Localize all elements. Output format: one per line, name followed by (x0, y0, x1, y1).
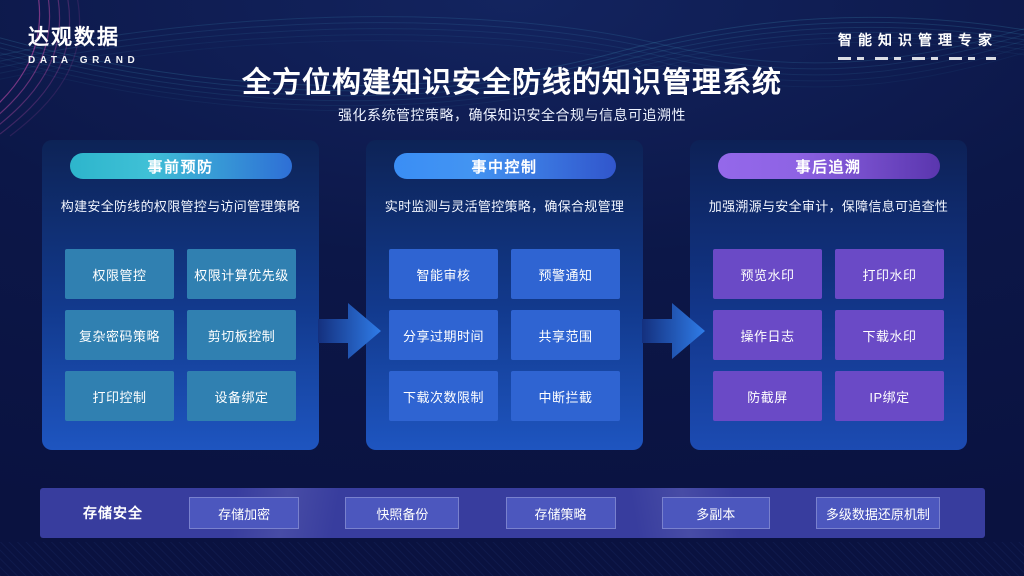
feature-card: 权限计算优先级 (187, 249, 296, 299)
feature-card: 下载次数限制 (389, 371, 498, 421)
feature-card: 中断拦截 (511, 371, 620, 421)
feature-card: 预览水印 (713, 249, 822, 299)
feature-card: 预警通知 (511, 249, 620, 299)
right-arrow-icon (642, 303, 705, 359)
feature-card: 智能审核 (389, 249, 498, 299)
feature-card: 防截屏 (713, 371, 822, 421)
tagline-text: 智能知识管理专家 (838, 32, 998, 48)
feature-card-grid: 预览水印 打印水印 操作日志 下载水印 防截屏 IP绑定 (713, 249, 944, 421)
phase-pill: 事中控制 (393, 153, 616, 179)
feature-card: 操作日志 (713, 310, 822, 360)
phase-panel-during: 事中控制 实时监测与灵活管控策略，确保合规管理 智能审核 预警通知 分享过期时间… (366, 140, 643, 450)
phase-description: 加强溯源与安全审计，保障信息可追查性 (708, 199, 949, 214)
feature-card: 权限管控 (65, 249, 174, 299)
feature-card: 打印控制 (65, 371, 174, 421)
feature-card: 共享范围 (511, 310, 620, 360)
phase-panel-before: 事前预防 构建安全防线的权限管控与访问管理策略 权限管控 权限计算优先级 复杂密… (42, 140, 319, 450)
feature-card: 设备绑定 (187, 371, 296, 421)
storage-bar-label: 存储安全 (83, 505, 143, 521)
phase-pill: 事前预防 (69, 153, 292, 179)
feature-card: IP绑定 (835, 371, 944, 421)
phase-description: 实时监测与灵活管控策略，确保合规管理 (384, 199, 625, 214)
phase-description: 构建安全防线的权限管控与访问管理策略 (60, 199, 301, 214)
tagline: 智能知识管理专家 (838, 30, 998, 60)
feature-card: 下载水印 (835, 310, 944, 360)
feature-card: 打印水印 (835, 249, 944, 299)
feature-card: 复杂密码策略 (65, 310, 174, 360)
feature-card-grid: 权限管控 权限计算优先级 复杂密码策略 剪切板控制 打印控制 设备绑定 (65, 249, 296, 421)
storage-security-bar: 存储安全 存储加密 快照备份 存储策略 多副本 多级数据还原机制 (40, 488, 985, 538)
feature-card: 剪切板控制 (187, 310, 296, 360)
storage-chip: 存储策略 (505, 497, 616, 529)
storage-chip: 存储加密 (189, 497, 300, 529)
page-title: 全方位构建知识安全防线的知识管理系统 (241, 67, 782, 99)
phase-pill: 事后追溯 (717, 153, 940, 179)
page-subtitle: 强化系统管控策略，确保知识安全合规与信息可追溯性 (338, 107, 686, 123)
bottom-hatch-decoration (0, 542, 1024, 576)
right-arrow-icon (318, 303, 381, 359)
storage-chip: 快照备份 (345, 497, 460, 529)
phase-panel-after: 事后追溯 加强溯源与安全审计，保障信息可追查性 预览水印 打印水印 操作日志 下… (690, 140, 967, 450)
logo-chinese-text: 达观数据 (28, 26, 120, 49)
feature-card: 分享过期时间 (389, 310, 498, 360)
feature-card-grid: 智能审核 预警通知 分享过期时间 共享范围 下载次数限制 中断拦截 (389, 249, 620, 421)
storage-chip: 多副本 (661, 497, 770, 529)
storage-chip: 多级数据还原机制 (815, 497, 940, 529)
